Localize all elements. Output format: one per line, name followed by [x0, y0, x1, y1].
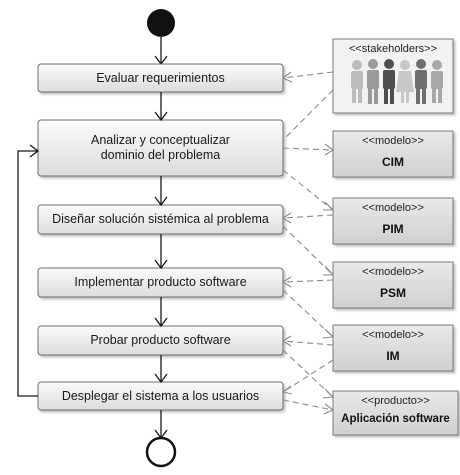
- activity-label-analizar: Analizar y conceptualizar dominio del pr…: [91, 133, 230, 162]
- artifact-stereotype-app: <<producto>>: [361, 395, 430, 407]
- final-node: [145, 436, 177, 468]
- artifact-name-app: Aplicación software: [341, 413, 450, 425]
- activity-label-probar: Probar producto software: [90, 333, 231, 347]
- artifact-stereotype-pim: <<modelo>>: [362, 202, 424, 214]
- object-flows: [282, 71, 334, 411]
- activity-label-implementar: Implementar producto software: [74, 275, 247, 289]
- artifact-stereotype-cim: <<modelo>>: [362, 135, 424, 147]
- artifact-box-cim: [332, 130, 454, 178]
- artifact-box-psm: [332, 261, 454, 309]
- activity-label-evaluar: Evaluar requerimientos: [96, 70, 225, 85]
- stakeholders-people-icon: [351, 59, 443, 104]
- artifact-name-cim: CIM: [382, 155, 404, 169]
- artifact-name-pim: PIM: [382, 222, 404, 236]
- loop-back-flow: [17, 144, 40, 397]
- artifact-stereotype-im: <<modelo>>: [362, 329, 424, 341]
- artifact-stereotype-stakeholders: <<stakeholders>>: [348, 43, 438, 55]
- artifact-box-im: [332, 324, 454, 372]
- object-flow-arrowheads: [281, 71, 335, 415]
- artifact-box-pim: [332, 197, 454, 245]
- initial-node: [147, 9, 175, 37]
- activity-label-desplegar: Desplegar el sistema a los usuarios: [61, 388, 260, 403]
- artifact-name-psm: PSM: [379, 286, 406, 300]
- artifact-box-app: [332, 390, 459, 436]
- artifact-stereotype-psm: <<modelo>>: [362, 266, 424, 278]
- artifact-name-im: IM: [386, 349, 400, 363]
- activity-label-disenar: Diseñar solución sistémica al problema: [52, 212, 269, 226]
- control-flows: [154, 92, 168, 440]
